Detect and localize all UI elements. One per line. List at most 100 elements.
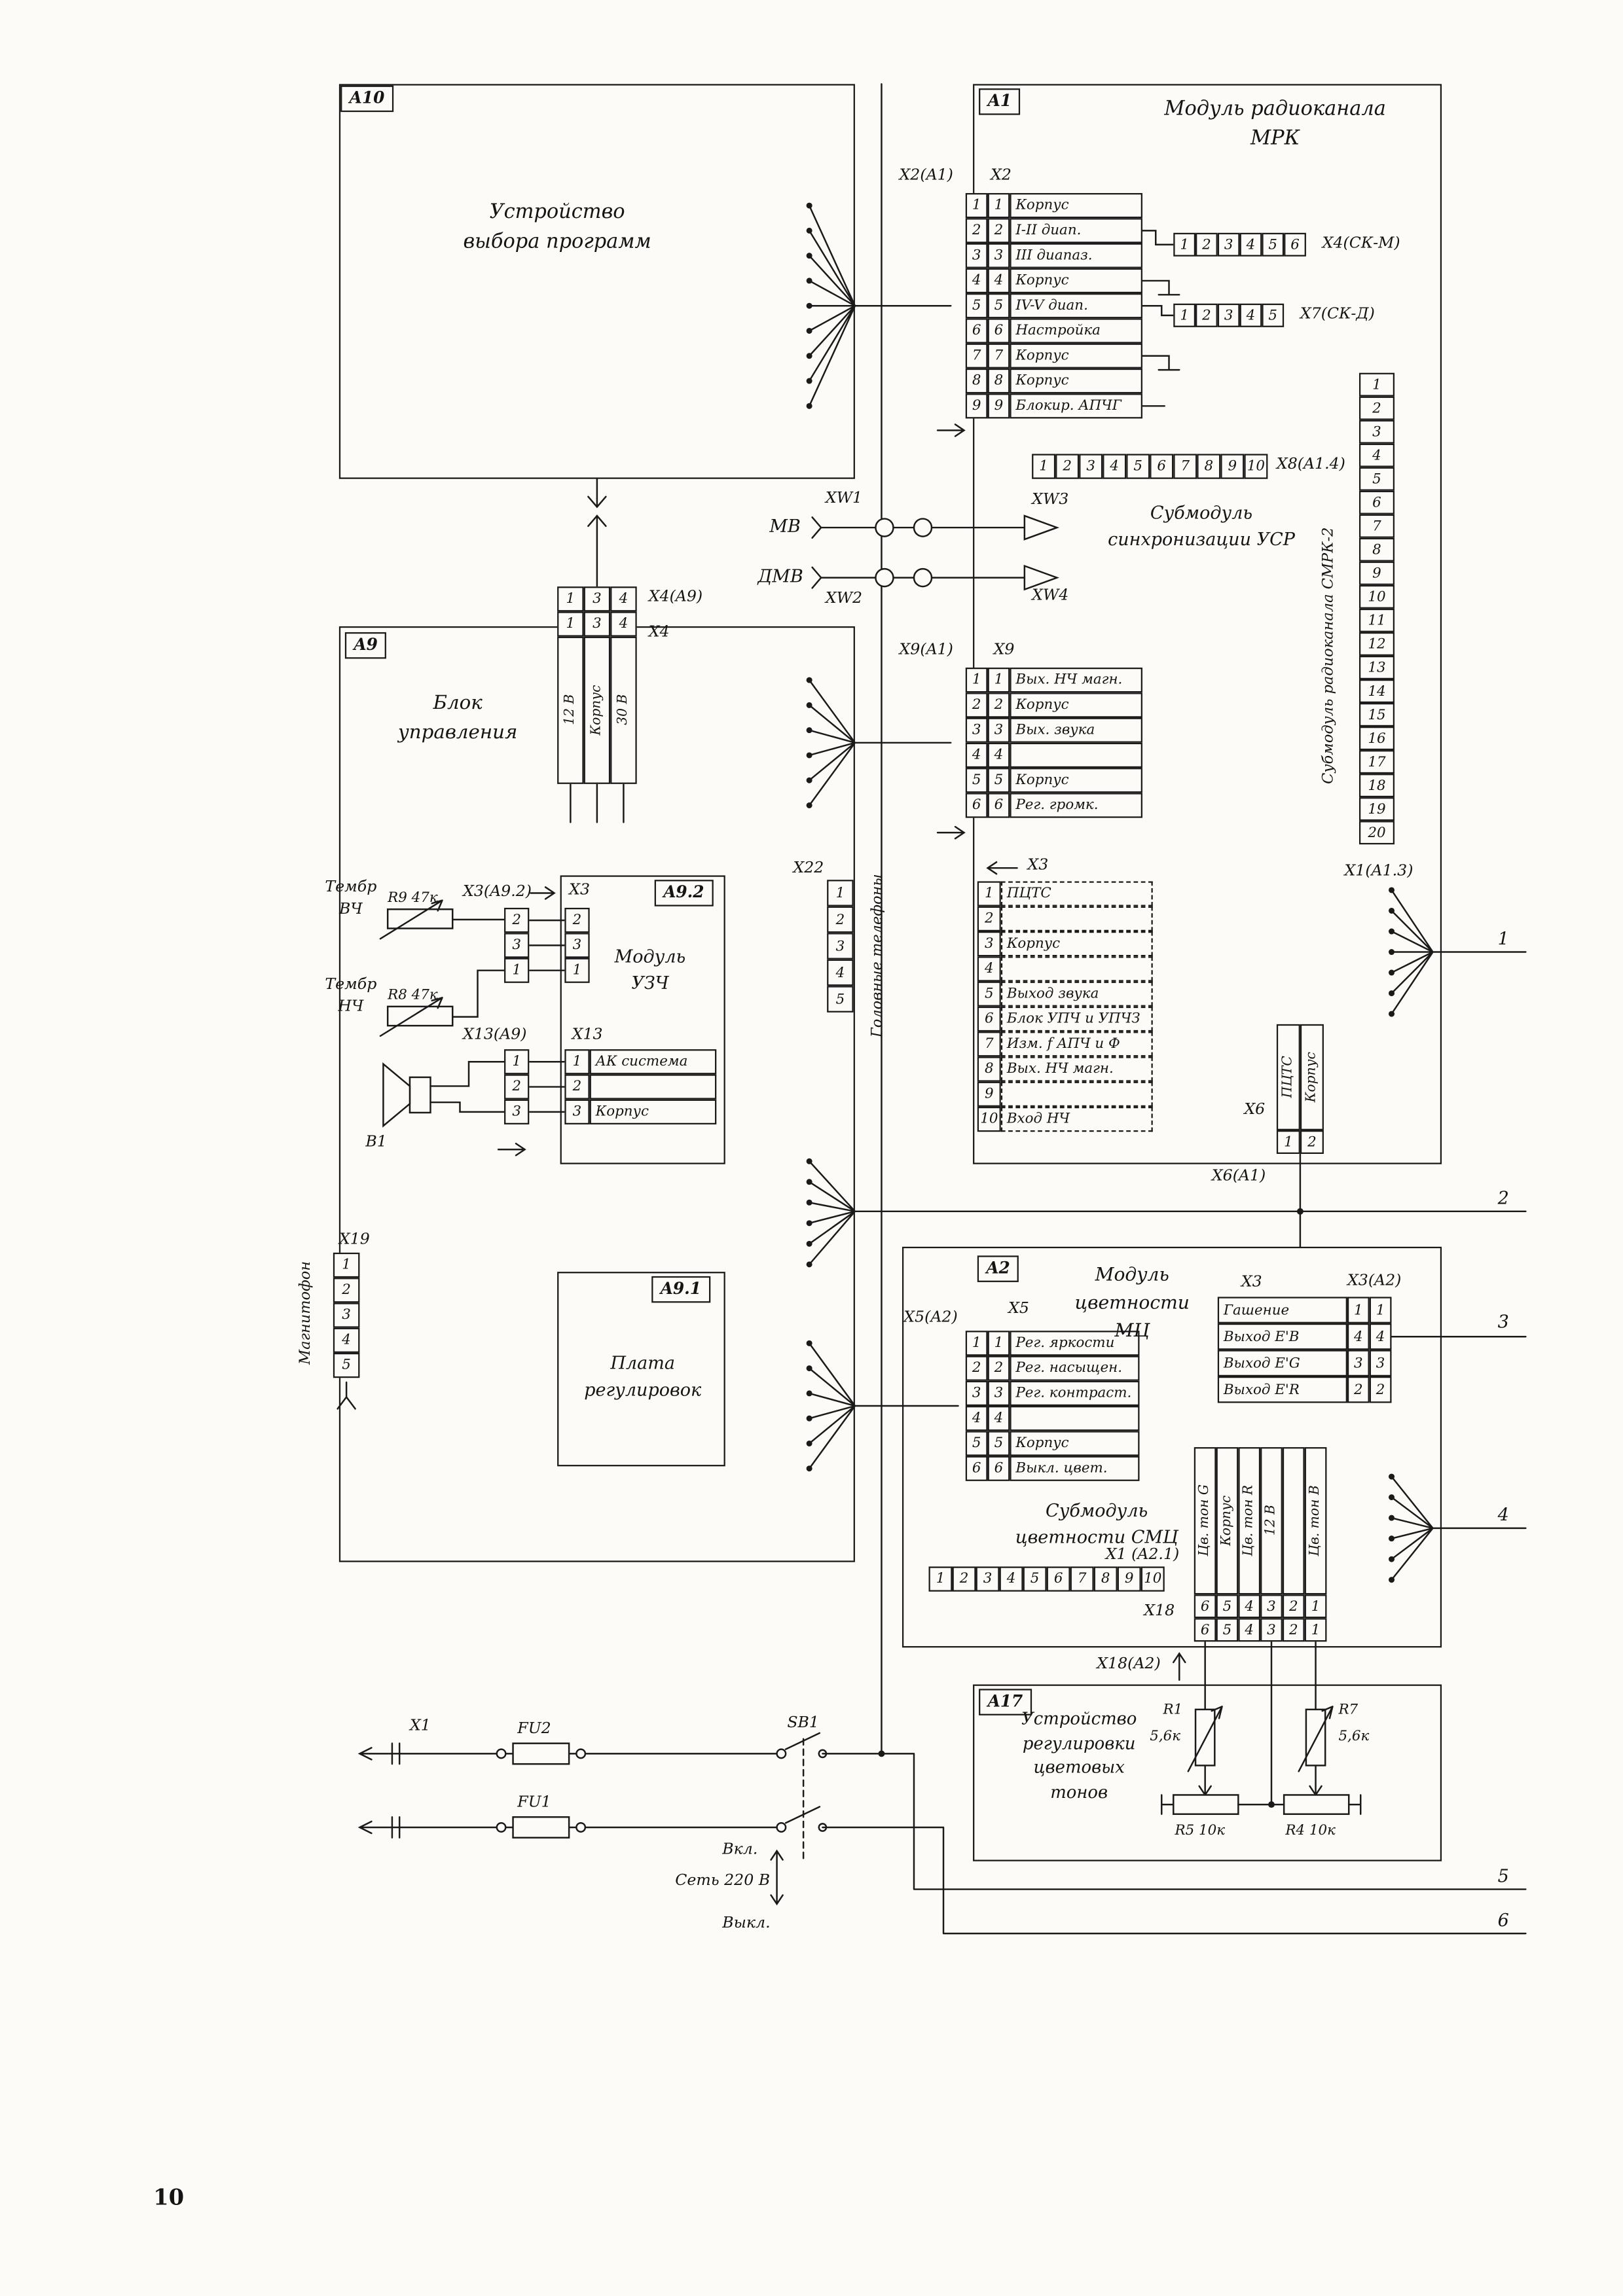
x1a13-label: X1(A1.3) [1344,862,1413,880]
pin-cell: 3 [965,717,988,743]
signal-cell: Гашение [1217,1297,1347,1323]
pin-cell: 2 [504,1074,530,1100]
pin-cell: 6 [987,318,1010,344]
connector-row: 6 6 Выкл. цвет. [965,1456,1140,1481]
x18-label: X18 [1144,1602,1175,1620]
signal-cell: Рег. громк. [1010,793,1142,818]
pin-cell: 6 [965,318,988,344]
connector-row: 1 1 Вых. НЧ магн. [965,667,1142,693]
pin-cell: 1 [928,1566,953,1592]
signal-cell: Корпус [1010,692,1142,718]
signal-cell: Рег. насыщен. [1010,1355,1140,1381]
pin-cell: 8 [987,368,1010,394]
x4a9-label: X4(A9) [648,588,703,606]
junction-dot [1268,1801,1275,1808]
pin-cell: 7 [1070,1566,1094,1592]
pin-cell: 7 [965,343,988,368]
signal-cell: Рег. контраст. [1010,1380,1140,1407]
pin-cell: 3 [1369,1350,1392,1376]
r8-wiper-arrow [379,997,443,1037]
r5-label: R5 10к [1175,1823,1226,1839]
resistor-r5 [1173,1794,1239,1815]
connector-row: 3 3 III диапаз. [965,243,1142,268]
connector-row: 2 [977,906,1153,932]
signal-cell: Корпус [1010,1431,1140,1456]
connector-x13-table: 1 АК система 2 3 Корпус [564,1049,717,1124]
x22-label: X22 [793,859,824,877]
x13-links [528,1061,566,1113]
pin-cell: 1 [965,192,988,219]
pin-cell: 7 [1359,514,1395,538]
pin-cell: 2 [504,907,530,933]
pin-cell: 1 [504,958,530,983]
signal-cell: IV-V диап. [1010,293,1142,319]
pin-cell: 4 [1239,303,1262,327]
xw3-label: XW3 [1032,490,1069,509]
pin-cell: 1 [1359,372,1395,397]
connector-row: 3 3 Вых. звука [965,717,1142,743]
pin-cell: 5 [987,293,1010,319]
coax-connector [913,567,933,588]
tag-a17: A17 [979,1689,1032,1715]
pin-cell: 5 [1216,1594,1239,1619]
pin-cell: 3 [583,586,611,612]
pin-cell: 3 [1260,1594,1283,1619]
pin-cell: 2 [987,1355,1010,1381]
pin-cell: 3 [564,1099,590,1124]
pin-cell: 5 [965,1431,988,1456]
pin-cell: 3 [1260,1618,1283,1642]
r1-wiper-arrow [1187,1706,1223,1772]
pin-cell: 6 [987,1456,1010,1481]
coax-connector [913,518,933,537]
pin-cell: 2 [1359,396,1395,420]
pin-cell: 2 [1282,1594,1305,1619]
resistor-r4 [1283,1794,1350,1815]
sb1-toggle-arrow [770,1849,784,1906]
x3a2-mating-label: X3(A2) [1347,1272,1402,1290]
pin-cell: 2 [1195,303,1218,327]
pin-cell: 3 [1217,303,1240,327]
pin-cell: 8 [1359,537,1395,562]
pin-cell: 1 [1369,1297,1392,1323]
x7skd-label: X7(СК-Д) [1300,305,1375,323]
mains-wire-1 [357,1747,782,1761]
connector-row: 8 Вых. НЧ магн. [977,1056,1153,1082]
signal-cell: Цв. тон В [1304,1447,1327,1595]
pin-cell: 3 [1347,1350,1370,1376]
pin-cell: 4 [610,611,637,637]
pin-cell: 2 [564,907,590,933]
pot-entry-arrows [1198,1785,1322,1797]
pin-cell: 6 [987,793,1010,818]
pin-cell: 10 [977,1106,1001,1132]
pin-cell: 12 [1359,632,1395,656]
pin-cell: 4 [1369,1323,1392,1350]
pin-cell: 5 [977,981,1001,1007]
pin-cell: 9 [977,1081,1001,1107]
switch-off-label: Выкл. [722,1914,771,1932]
headphones-label: Головные телефоны [869,874,886,1039]
sb1-contact [776,1748,787,1759]
mv-label: МВ [769,516,801,537]
x4-label: X4 [648,623,670,641]
r1-value: 5,6к [1150,1729,1181,1745]
signal-cell: Вых. НЧ магн. [1000,1056,1153,1082]
pin-cell: 13 [1359,655,1395,679]
connector-row: 6 Блок УПЧ и УПЧЗ [977,1006,1153,1032]
pin-cell: 6 [977,1006,1001,1032]
pin-cell: 2 [987,692,1010,718]
pin-cell: 1 [965,1331,988,1356]
pin-cell: 2 [1195,232,1218,257]
pin-cell: 7 [977,1031,1001,1057]
sb1-blades [784,1732,821,1824]
r5-r4-wiring [1161,1794,1362,1815]
connector-row: 4 4 [965,742,1142,768]
signal-cell: Блокир. АПЧГ [1010,393,1142,419]
signal-cell: Выход звука [1000,981,1153,1007]
pin-cell: 1 [987,667,1010,693]
x19-fork [337,1381,356,1410]
contact [575,1748,587,1759]
pin-cell: 20 [1359,821,1395,845]
